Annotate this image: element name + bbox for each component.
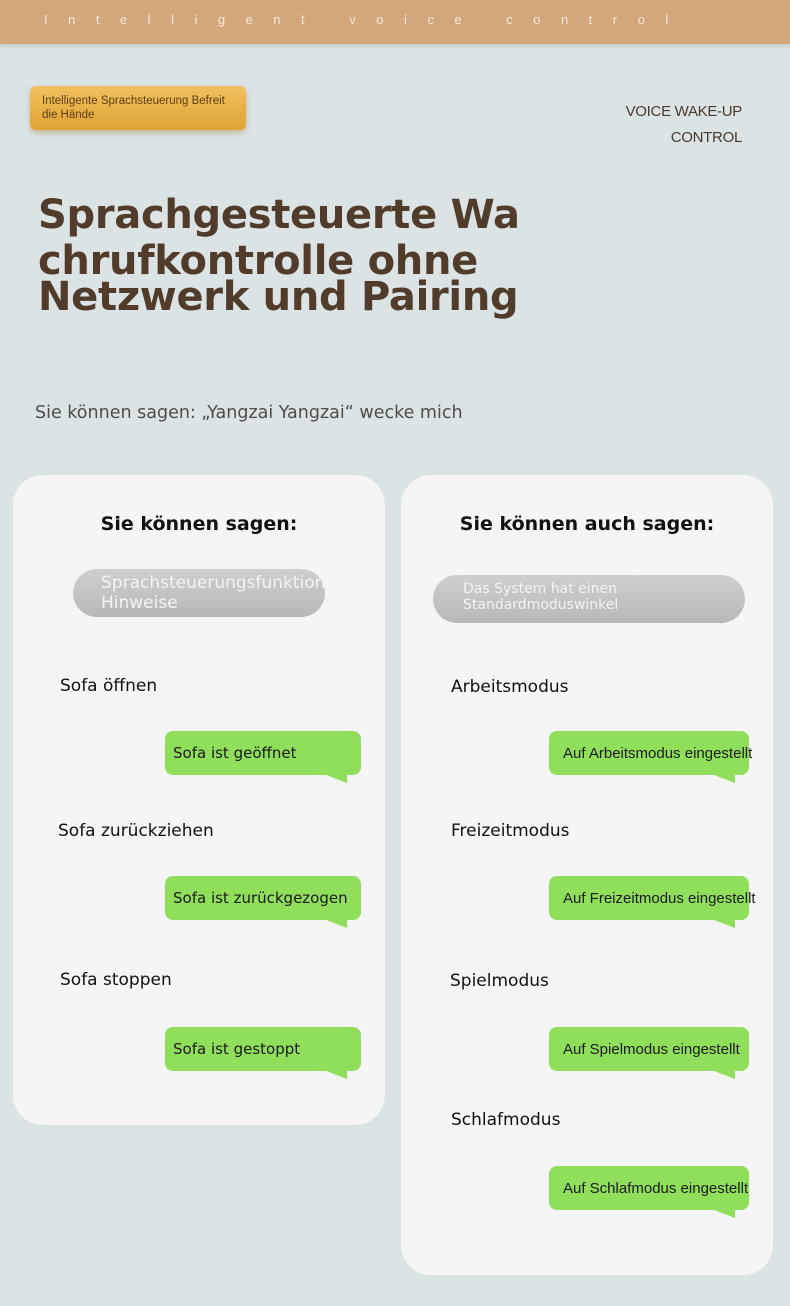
reply-bubble: Sofa ist gestoppt	[165, 1027, 361, 1079]
headline-line-1: Sprachgesteuerte Wa	[38, 192, 520, 238]
left-command-card: Sie können sagen: Sprachsteuerungsfunkti…	[13, 475, 385, 1125]
left-card-title: Sie können sagen:	[100, 513, 298, 535]
headline-line-3: Netzwerk und Pairing	[38, 274, 519, 320]
voice-command: Spielmodus	[450, 971, 549, 991]
reply-bubble: Auf Schlafmodus eingestellt	[549, 1166, 749, 1218]
left-card-hint-pill: Sprachsteuerungsfunktion Hinweise	[73, 569, 325, 617]
voice-command: Sofa öffnen	[60, 676, 158, 696]
feature-badge: Intelligente Sprachsteuerung Befreit die…	[30, 86, 246, 130]
voice-command: Arbeitsmodus	[451, 677, 569, 697]
voice-wakeup-tag: VOICE WAKE-UP CONTROL	[542, 99, 743, 151]
top-banner-text: Intelligent voice control	[44, 12, 689, 27]
right-card-title: Sie können auch sagen:	[459, 513, 715, 535]
reply-bubble: Sofa ist zurückgezogen	[165, 876, 361, 928]
right-card-hint-pill: Das System hat einen Standardmoduswinkel	[433, 575, 745, 623]
voice-command: Sofa zurückziehen	[58, 821, 214, 841]
page-headline: Sprachgesteuerte Wa chrufkontrolle ohne …	[38, 192, 538, 320]
headline-line-2: chrufkontrolle ohne	[38, 238, 478, 284]
voice-tag-line-1: VOICE WAKE-UP	[625, 103, 743, 120]
reply-bubble: Sofa ist geöffnet	[165, 731, 361, 783]
reply-bubble: Auf Spielmodus eingestellt	[549, 1027, 749, 1079]
voice-command: Schlafmodus	[451, 1110, 561, 1130]
reply-bubble: Auf Freizeitmodus eingestellt	[549, 876, 756, 928]
voice-tag-line-2: CONTROL	[670, 129, 743, 146]
wake-phrase-line: Sie können sagen: „Yangzai Yangzai“ weck…	[35, 403, 463, 423]
voice-command: Freizeitmodus	[451, 821, 570, 841]
voice-command: Sofa stoppen	[60, 970, 172, 990]
right-command-card: Sie können auch sagen: Das System hat ei…	[401, 475, 773, 1275]
reply-bubble: Auf Arbeitsmodus eingestellt	[549, 731, 752, 783]
top-banner: Intelligent voice control	[0, 0, 790, 44]
